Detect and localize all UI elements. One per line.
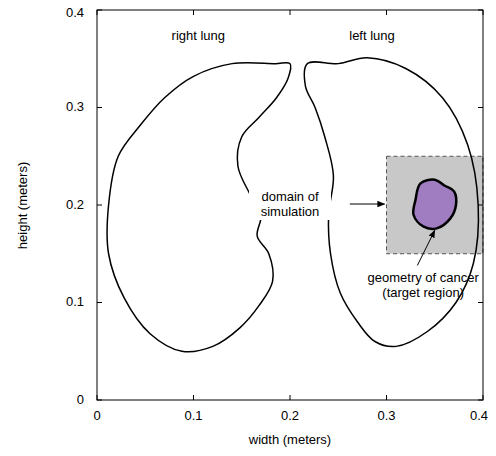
axis-ticks: [97, 10, 483, 400]
region-label: left lung: [349, 29, 395, 44]
leader-arrow: [350, 204, 385, 205]
tick-label: 0.1: [66, 295, 84, 310]
cancer-region: [413, 180, 456, 229]
simulation-domain: [387, 156, 484, 254]
tick-label: 0: [77, 393, 84, 408]
tick-label: 0.1: [184, 409, 202, 424]
plot-frame: [97, 10, 483, 400]
axis-title: width (meters): [249, 433, 331, 448]
tick-label: 0.2: [281, 409, 299, 424]
callout-label: geometry of cancer (target region): [358, 271, 488, 301]
axis-title: height (meters): [17, 161, 32, 248]
leader-arrow: [417, 230, 434, 265]
tick-label: 0.2: [66, 198, 84, 213]
tick-label: 0.3: [66, 100, 84, 115]
tick-label: 0.4: [66, 6, 84, 21]
tick-label: 0: [93, 409, 100, 424]
callout-label: domain of simulation: [249, 190, 331, 220]
region-label: right lung: [172, 29, 225, 44]
tick-label: 0.3: [377, 409, 395, 424]
tick-label: 0.4: [470, 409, 488, 424]
